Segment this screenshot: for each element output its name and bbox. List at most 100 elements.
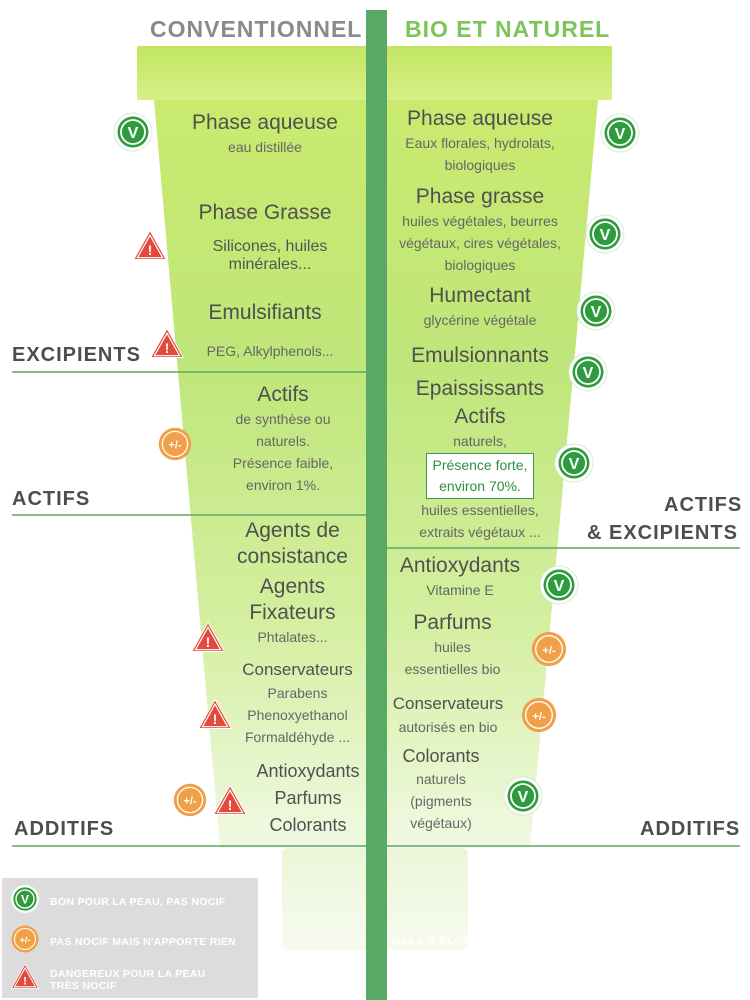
right-colorants-l2: (pigments bbox=[410, 793, 472, 809]
right-parfums-l1: huiles bbox=[434, 639, 471, 655]
right-emulsionnants: Emulsionnants Epaississants bbox=[380, 339, 580, 405]
svg-text:!: ! bbox=[206, 635, 211, 650]
right-actifs-hl1: Présence forte, bbox=[432, 457, 528, 473]
svg-text:V: V bbox=[583, 365, 594, 382]
right-antioxydants: Antioxydants Vitamine E bbox=[385, 553, 535, 601]
good-check-icon: V bbox=[113, 112, 153, 157]
danger-warning-icon: ! bbox=[149, 326, 185, 367]
right-emulsionnants-l2: Epaississants bbox=[415, 377, 545, 400]
danger-warning-icon: ! bbox=[10, 962, 40, 997]
svg-text:+/-: +/- bbox=[184, 796, 197, 808]
right-phase-grasse-title: Phase grasse bbox=[415, 185, 545, 208]
svg-text:V: V bbox=[128, 125, 139, 142]
left-conservateurs-title: Conservateurs bbox=[242, 660, 353, 679]
right-phase-grasse-l1: huiles végétales, beurres bbox=[402, 213, 558, 229]
left-emulsifiants: Emulsifiants bbox=[165, 300, 365, 326]
good-check-icon: V bbox=[585, 214, 625, 259]
legend-danger-line2: TRÈS NOCIF bbox=[50, 979, 117, 992]
svg-text:+/-: +/- bbox=[542, 645, 556, 657]
right-phase-aqueuse-title: Phase aqueuse bbox=[407, 107, 553, 130]
left-agents-l1: Agents de bbox=[245, 519, 340, 542]
danger-warning-icon: ! bbox=[132, 228, 168, 269]
section-actifs-excipients-1: ACTIFS bbox=[664, 494, 743, 516]
left-conservateurs-l3: Formaldéhyde ... bbox=[244, 729, 351, 745]
left-phase-aqueuse: Phase aqueuse eau distillée bbox=[160, 110, 370, 158]
left-additifs-l3: Colorants bbox=[269, 815, 347, 835]
left-actifs: Actifs de synthèse ou naturels. Présence… bbox=[193, 382, 373, 496]
right-phase-grasse-l2: végétaux, cires végétales, bbox=[399, 235, 561, 251]
left-conservateurs-l1: Parabens bbox=[267, 685, 328, 701]
danger-warning-icon: ! bbox=[212, 783, 248, 824]
center-divider bbox=[366, 10, 387, 1000]
neutral-plus-minus-icon: +/- bbox=[530, 630, 568, 673]
section-actifs: ACTIFS bbox=[12, 488, 91, 510]
left-phase-aqueuse-desc: eau distillée bbox=[228, 139, 302, 155]
left-agents-l3: Agents bbox=[259, 575, 326, 598]
right-colorants-l1: naturels bbox=[416, 771, 466, 787]
svg-text:!: ! bbox=[213, 712, 218, 727]
left-actifs-l3: Présence faible, bbox=[232, 455, 334, 471]
right-actifs: Actifs naturels, Présence forte, environ… bbox=[380, 404, 580, 543]
section-excipients: EXCIPIENTS bbox=[12, 344, 141, 366]
left-agents-l4: Fixateurs bbox=[249, 601, 336, 624]
left-additifs-l1: Antioxydants bbox=[256, 761, 360, 781]
svg-text:V: V bbox=[591, 304, 602, 321]
left-actifs-l2: naturels. bbox=[256, 433, 310, 449]
right-colorants-l3: végétaux) bbox=[410, 815, 472, 831]
good-check-icon: V bbox=[503, 776, 543, 821]
legend-neutral: +/- PAS NOCIF MAIS N'APPORTE RIEN bbox=[10, 924, 236, 959]
good-check-icon: V bbox=[600, 113, 640, 158]
good-check-icon: V bbox=[576, 291, 616, 336]
left-phase-grasse-desc: Silicones, huiles minérales... bbox=[212, 238, 328, 273]
neutral-plus-minus-icon: +/- bbox=[10, 924, 40, 959]
svg-text:V: V bbox=[554, 578, 565, 595]
right-colorants: Colorants naturels (pigments végétaux) bbox=[385, 744, 497, 834]
right-parfums-title: Parfums bbox=[413, 611, 492, 634]
right-conservateurs-desc: autorisés en bio bbox=[398, 719, 498, 735]
legend-danger: ! DANGEREUX POUR LA PEAU TRÈS NOCIF bbox=[10, 962, 206, 997]
left-emulsifiants-title: Emulsifiants bbox=[208, 301, 322, 324]
svg-text:V: V bbox=[518, 789, 529, 806]
neutral-plus-minus-icon: +/- bbox=[157, 426, 193, 467]
right-phase-grasse-l3: biologiques bbox=[444, 257, 516, 273]
left-phase-aqueuse-title: Phase aqueuse bbox=[192, 111, 338, 134]
right-antioxydants-title: Antioxydants bbox=[399, 554, 521, 577]
left-agents-desc: Phtalates... bbox=[257, 629, 328, 645]
left-agents: Agents de consistance Agents Fixateurs P… bbox=[200, 518, 385, 648]
section-additifs-right: ADDITIFS bbox=[640, 818, 741, 840]
right-actifs-l3: huiles essentielles, bbox=[421, 502, 539, 518]
right-actifs-title: Actifs bbox=[454, 405, 506, 428]
section-actifs-excipients-2: & EXCIPIENTS bbox=[587, 522, 738, 544]
neutral-plus-minus-icon: +/- bbox=[520, 696, 558, 739]
svg-text:V: V bbox=[569, 456, 580, 473]
left-emulsifiants-desc: PEG, Alkylphenols... bbox=[206, 343, 334, 359]
legend-neutral-text: PAS NOCIF MAIS N'APPORTE RIEN bbox=[50, 935, 237, 948]
good-check-icon: V bbox=[568, 352, 608, 397]
svg-text:!: ! bbox=[148, 243, 153, 258]
right-actifs-l1: naturels, bbox=[453, 433, 507, 449]
svg-text:+/-: +/- bbox=[169, 440, 182, 452]
left-conservateurs-l2: Phenoxyethanol bbox=[247, 707, 348, 723]
svg-text:!: ! bbox=[23, 976, 27, 988]
header-bio: BIO ET NATUREL bbox=[405, 16, 611, 42]
svg-text:+/-: +/- bbox=[532, 711, 546, 723]
good-check-icon: V bbox=[554, 443, 594, 488]
svg-text:!: ! bbox=[165, 341, 170, 356]
credit-gala-blog: GALA'S BLOG bbox=[392, 936, 473, 947]
right-phase-aqueuse-l1: Eaux florales, hydrolats, bbox=[405, 135, 555, 151]
header-conventionnel: CONVENTIONNEL bbox=[150, 16, 363, 42]
right-phase-aqueuse-l2: biologiques bbox=[444, 157, 516, 173]
right-humectant-title: Humectant bbox=[429, 284, 531, 307]
good-check-icon: V bbox=[10, 884, 40, 919]
danger-warning-icon: ! bbox=[190, 620, 226, 661]
left-phase-grasse: Phase Grasse bbox=[160, 200, 370, 226]
right-conservateurs-title: Conservateurs bbox=[392, 694, 504, 713]
left-additifs: Antioxydants Parfums Colorants bbox=[243, 758, 373, 839]
legend-good: V BON POUR LA PEAU, PAS NOCIF bbox=[10, 884, 226, 919]
neutral-plus-minus-icon: +/- bbox=[172, 782, 208, 823]
right-phase-aqueuse: Phase aqueuse Eaux florales, hydrolats, … bbox=[385, 106, 575, 176]
right-emulsionnants-l1: Emulsionnants bbox=[411, 344, 549, 367]
legend: V BON POUR LA PEAU, PAS NOCIF +/- PAS NO… bbox=[2, 878, 258, 998]
right-conservateurs: Conservateurs autorisés en bio bbox=[383, 692, 513, 738]
